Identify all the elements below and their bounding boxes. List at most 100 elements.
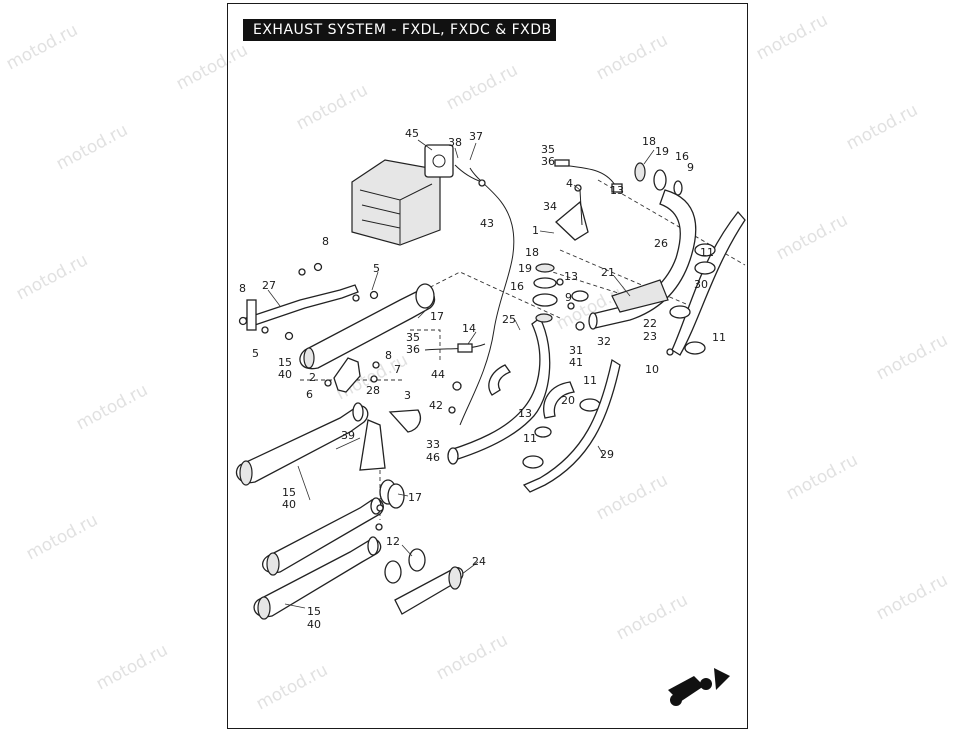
callout: 3 <box>404 389 411 402</box>
mount-bracket-33 <box>388 409 422 433</box>
callout: 35 <box>541 143 555 156</box>
watermark: motod.ru <box>873 330 951 384</box>
muffler-bottom <box>253 536 382 620</box>
leader-lines <box>267 139 655 609</box>
callout: 33 <box>426 438 440 451</box>
callout: 6 <box>306 388 313 401</box>
callout: 23 <box>643 330 657 343</box>
rear-header-pipe <box>588 189 697 330</box>
diagram-title: EXHAUST SYSTEM - FXDL, FXDC & FXDB <box>243 19 556 41</box>
callout: 19 <box>655 145 669 158</box>
callout: 29 <box>600 448 614 461</box>
o2-sensor-wiring <box>454 164 515 426</box>
callout: 46 <box>426 451 440 464</box>
clamp-rings-12 <box>384 548 426 584</box>
hardware <box>238 184 674 531</box>
callout: 20 <box>561 394 575 407</box>
watermark: motod.ru <box>253 660 331 714</box>
callout: 38 <box>448 136 462 149</box>
mount-bracket-39 <box>359 419 386 471</box>
callout: 24 <box>472 555 486 568</box>
watermark: motod.ru <box>23 510 101 564</box>
callout: 5 <box>373 262 380 275</box>
callout: 18 <box>525 246 539 259</box>
watermark: motod.ru <box>843 100 921 154</box>
callout: 37 <box>469 130 483 143</box>
watermark: motod.ru <box>433 630 511 684</box>
front-header-stub <box>488 364 512 396</box>
watermark: motod.ru <box>783 450 861 504</box>
callout: 21 <box>601 266 615 279</box>
callout: 13 <box>564 270 578 283</box>
callout: 9 <box>565 291 572 304</box>
callout: 5 <box>252 347 259 360</box>
watermark: motod.ru <box>93 640 171 694</box>
watermark: motod.ru <box>613 590 691 644</box>
callout: 40 <box>278 368 292 381</box>
callout: 8 <box>322 235 329 248</box>
flange-gaskets-rear <box>634 162 683 196</box>
callout: 12 <box>386 535 400 548</box>
watermark: motod.ru <box>293 80 371 134</box>
o2-sensor-upper <box>554 159 623 193</box>
heat-shield-30 <box>671 210 746 356</box>
callout: 28 <box>366 384 380 397</box>
heat-shield-24 <box>394 566 464 615</box>
front-header-pipe <box>447 313 553 465</box>
bracket-34 <box>555 189 589 241</box>
callout: 17 <box>430 310 444 323</box>
flange-gaskets-front <box>532 263 589 307</box>
callout: 10 <box>645 363 659 376</box>
callout: 43 <box>480 217 494 230</box>
callout: 8 <box>239 282 246 295</box>
callout-labels: 45 38 37 35 36 4 18 19 16 9 13 34 43 1 2… <box>239 127 726 631</box>
callout: 36 <box>406 343 420 356</box>
callout: 7 <box>394 363 401 376</box>
callout: 26 <box>654 237 668 250</box>
callout: 32 <box>597 335 611 348</box>
watermark: motod.ru <box>873 570 951 624</box>
callout: 39 <box>341 429 355 442</box>
motorcycle-nav-icon <box>668 668 730 706</box>
callout: 27 <box>262 279 276 292</box>
callout: 13 <box>518 407 532 420</box>
watermark: motod.ru <box>3 20 81 74</box>
heat-shield-29 <box>522 358 621 493</box>
callout: 8 <box>385 349 392 362</box>
watermark: motod.ru <box>173 40 251 94</box>
callout: 45 <box>405 127 419 140</box>
callout: 41 <box>569 356 583 369</box>
pipe-20 <box>543 381 575 419</box>
o2-sensor-14 <box>424 343 486 353</box>
muffler-upper <box>299 283 436 370</box>
callout: 11 <box>583 374 597 387</box>
callout: 16 <box>675 150 689 163</box>
watermark: motod.ru <box>73 380 151 434</box>
callout: 11 <box>700 246 714 259</box>
callout: 13 <box>610 184 624 197</box>
ecm-module <box>351 144 454 246</box>
muffler-middle <box>235 402 369 486</box>
callout: 34 <box>543 200 557 213</box>
callout: 4 <box>566 177 573 190</box>
callout: 40 <box>307 618 321 631</box>
callout: 40 <box>282 498 296 511</box>
clamps <box>522 243 716 469</box>
callout: 35 <box>406 331 420 344</box>
callout: 18 <box>642 135 656 148</box>
callout: 15 <box>282 486 296 499</box>
callout: 17 <box>408 491 422 504</box>
callout: 31 <box>569 344 583 357</box>
callout: 15 <box>307 605 321 618</box>
callout: 42 <box>429 399 443 412</box>
callout: 25 <box>502 313 516 326</box>
mount-bracket-27 <box>244 284 359 331</box>
watermark: motod.ru <box>53 120 131 174</box>
muffler-lower <box>262 497 384 576</box>
callout: 36 <box>541 155 555 168</box>
callout: 19 <box>518 262 532 275</box>
watermark: motod.ru <box>593 30 671 84</box>
watermark: motod.ru <box>593 470 671 524</box>
watermark: motod.ru <box>753 10 831 64</box>
